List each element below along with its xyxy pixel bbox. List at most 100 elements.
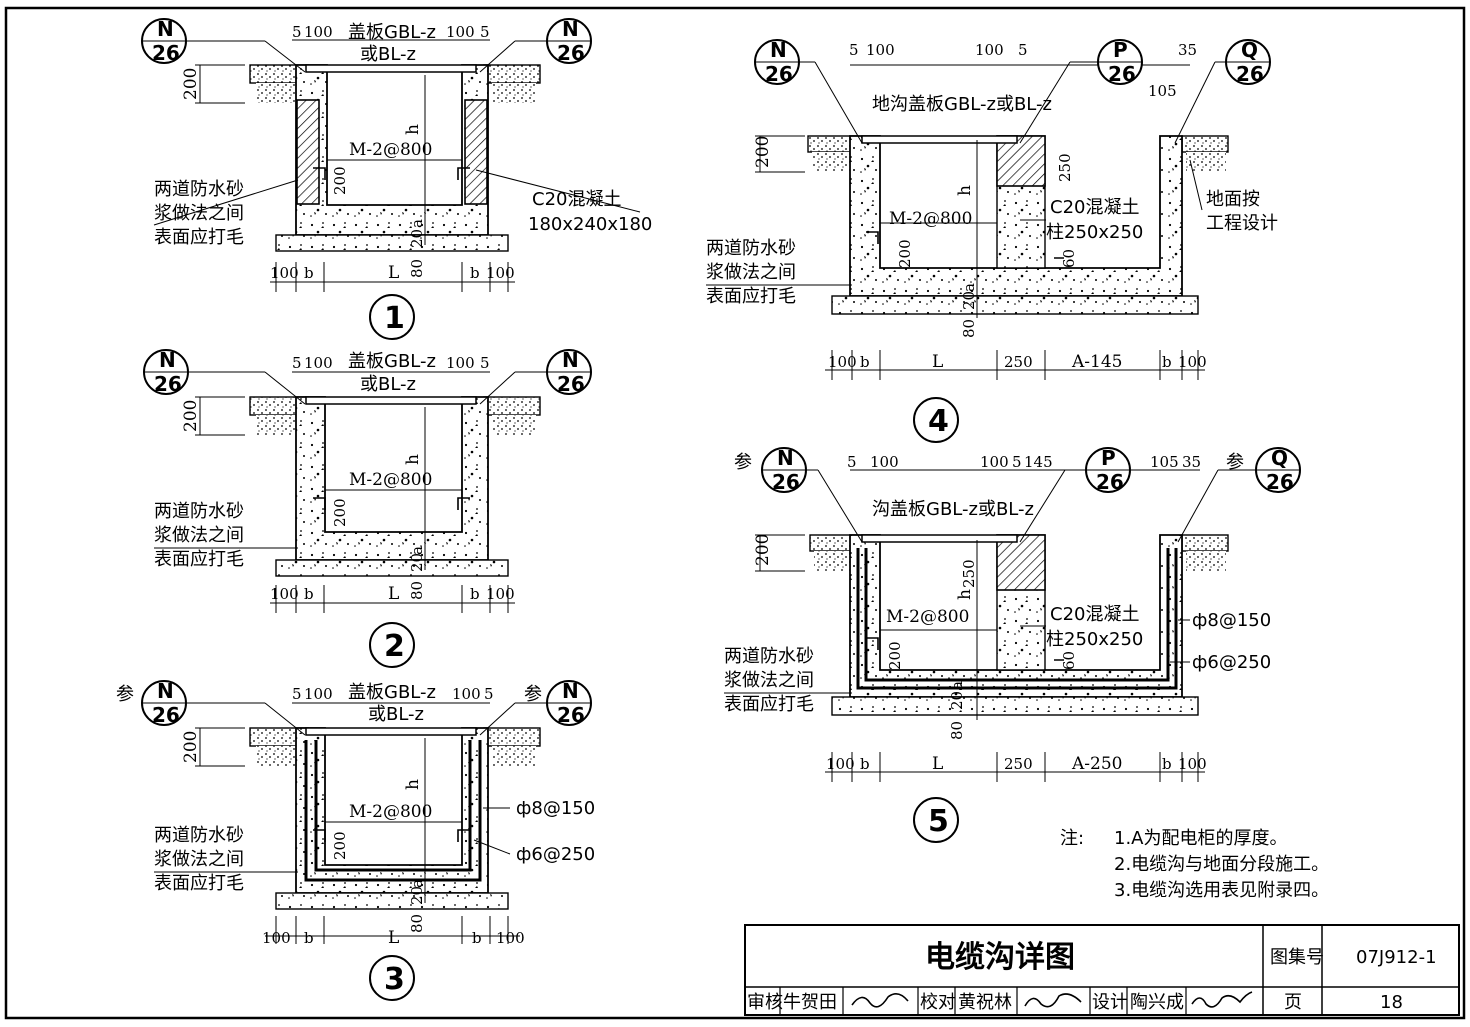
note-line-1: 两道防水砂 — [154, 501, 244, 522]
dim-h: h — [403, 454, 423, 465]
svg-text:2: 2 — [384, 629, 405, 664]
svg-text:26: 26 — [152, 703, 180, 727]
note-line-3: 表面应打毛 — [154, 549, 244, 570]
dim-bracket-200: 200 — [886, 641, 904, 670]
ref-prefix-q: 参 — [1226, 452, 1244, 473]
dim-slab-200: 200 — [181, 400, 201, 432]
svg-text:26: 26 — [557, 372, 585, 396]
ref-circle-left: N 26 — [143, 348, 189, 396]
svg-text:P: P — [1113, 38, 1128, 62]
note-line-3: 表面应打毛 — [724, 694, 814, 715]
dim-20: 20 — [948, 691, 966, 710]
ref-circle-right: N 26 — [546, 348, 592, 396]
dim-bottom-100-left: 100 — [270, 585, 299, 603]
dim-bracket-200: 200 — [896, 239, 914, 268]
dim-bottom-100-left: 100 — [828, 353, 857, 371]
cover-plate — [305, 396, 477, 405]
dim-bottom-b-right: b — [1162, 755, 1172, 773]
ref-prefix-left: 参 — [116, 684, 134, 705]
notes-prefix: 注: — [1060, 828, 1084, 849]
dim-a: a — [960, 283, 978, 292]
dim-top-100-left: 100 — [866, 41, 895, 59]
dim-bracket-200: 200 — [331, 498, 349, 527]
note-line-2: 浆做法之间 — [706, 262, 796, 283]
dim-a: a — [408, 546, 426, 555]
column-label: C20混凝土 — [1050, 604, 1139, 625]
dim-bottom-100-right: 100 — [496, 929, 525, 947]
rebar-cage — [856, 548, 1178, 690]
rebar-phi8: ф8@150 — [1192, 610, 1271, 631]
dim-top-100-left: 100 — [304, 354, 333, 372]
dim-h: h — [403, 124, 423, 135]
rebar-phi6: ф6@250 — [516, 844, 595, 865]
ground-slab-left — [807, 135, 857, 153]
dim-slab-200: 200 — [753, 136, 773, 168]
dim-top-5-right: 5 — [1018, 41, 1028, 59]
dim-bottom-b-right: b — [470, 585, 480, 603]
dim-top-5-right: 5 — [480, 23, 490, 41]
sheet-border — [4, 6, 1466, 1020]
dim-250: 250 — [1056, 153, 1074, 182]
cover-plate — [861, 135, 1018, 144]
dim-20: 20 — [960, 291, 978, 310]
dim-a: a — [408, 879, 426, 888]
cover-plate — [305, 727, 477, 736]
designer-name: 陶兴成 — [1130, 992, 1184, 1013]
rebar-label: M-2@800 — [886, 607, 969, 627]
dim-top-5-right: 5 — [484, 685, 494, 703]
rebar-label: M-2@800 — [349, 802, 432, 822]
column-hatch — [996, 534, 1046, 591]
ref-circle-left: N 26 — [141, 679, 187, 727]
note-item-1: 1.A为配电柜的厚度。 — [1114, 828, 1288, 849]
dim-a: a — [408, 219, 426, 228]
dim-80: 80 — [960, 319, 978, 338]
dim-bottom-100-right: 100 — [486, 585, 515, 603]
review-label: 审核 — [747, 992, 783, 1013]
dim-slab-200: 200 — [181, 68, 201, 100]
dim-bottom-100-right: 100 — [486, 264, 515, 282]
dim-bottom-L: L — [388, 928, 399, 948]
cover-label: 盖板GBL-z — [348, 22, 436, 43]
dim-20: 20 — [408, 886, 426, 905]
column-size: 柱250x250 — [1046, 629, 1143, 650]
dim-top-145: 145 — [1024, 453, 1053, 471]
detail-number-1: 1 — [369, 294, 415, 340]
cover-label-alt: 或BL-z — [360, 374, 416, 395]
cover-label: 地沟盖板GBL-z或BL-z — [872, 94, 1052, 115]
dim-top-5-left: 5 — [292, 354, 302, 372]
ref-prefix-n: 参 — [734, 452, 752, 473]
detail-number-4: 4 — [913, 397, 959, 443]
dim-bottom-L: L — [932, 352, 943, 372]
ref-circle-q: Q 26 — [1225, 38, 1271, 86]
note-line-2: 浆做法之间 — [724, 670, 814, 691]
rebar-phi6: ф6@250 — [1192, 652, 1271, 673]
svg-text:N: N — [770, 38, 787, 62]
rebar-label: M-2@800 — [349, 470, 432, 490]
dim-top-100-left: 100 — [304, 685, 333, 703]
drawing-title: 电缆沟详图 — [925, 940, 1075, 975]
ground-slab-right — [1181, 534, 1229, 552]
svg-text:3: 3 — [384, 962, 405, 997]
dim-80: 80 — [408, 581, 426, 600]
detail-number-3: 3 — [369, 955, 415, 1001]
dim-top-105: 105 — [1150, 453, 1179, 471]
dim-60: 60 — [1060, 651, 1078, 670]
cover-label-alt: 或BL-z — [360, 44, 416, 65]
column-size: 180x240x180 — [528, 214, 652, 235]
svg-text:26: 26 — [1236, 62, 1264, 86]
rebar-cage — [304, 740, 482, 882]
dim-bottom-b-left: b — [860, 755, 870, 773]
dim-top-35: 35 — [1182, 453, 1201, 471]
ground-fill-left — [256, 83, 298, 103]
dim-bottom-b-left: b — [304, 585, 314, 603]
dim-bottom-250: 250 — [1004, 353, 1033, 371]
ref-circle-q: Q 26 — [1255, 446, 1301, 494]
svg-text:Q: Q — [1271, 446, 1288, 470]
dim-bracket-200: 200 — [331, 166, 349, 195]
design-label: 设计 — [1092, 992, 1128, 1013]
dim-top-5-left: 5 — [292, 685, 302, 703]
note-line-1: 两道防水砂 — [706, 238, 796, 259]
dim-top-100-left: 100 — [304, 23, 333, 41]
dim-20: 20 — [408, 553, 426, 572]
